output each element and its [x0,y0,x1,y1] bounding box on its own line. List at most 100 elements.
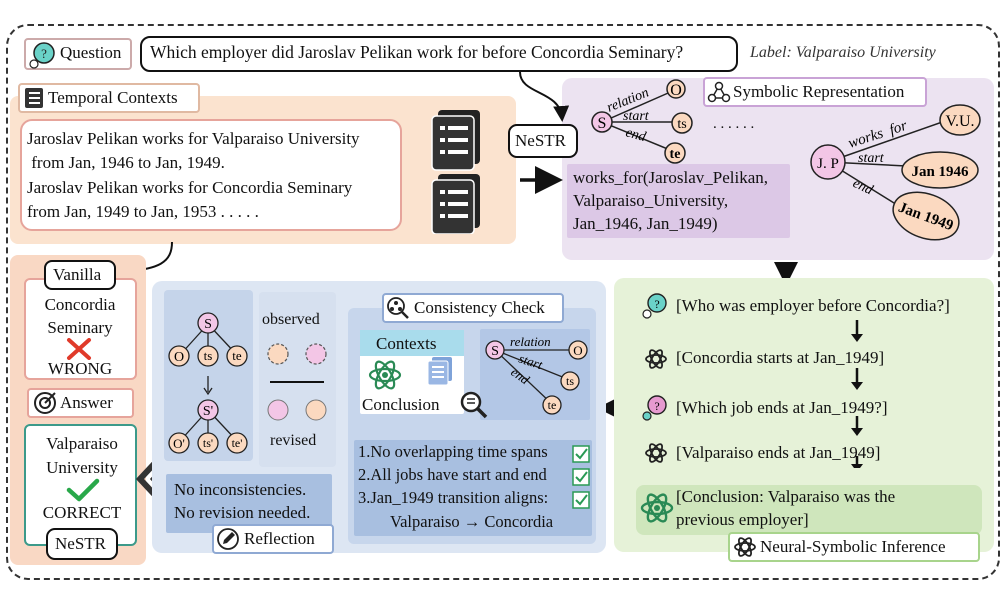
consistency-graph: S O ts te relation start end [485,334,588,415]
target-icon [34,392,56,414]
temporal-title: Temporal Contexts [48,88,178,107]
consistency-icon [387,297,409,319]
cg-relation: relation [510,334,551,349]
cg-ts: ts [566,374,574,388]
inference-tag [728,532,980,562]
symbolic-tag [703,77,927,107]
inference-atom-icon-1 [645,349,667,369]
nestr-answer-verdict: CORRECT [42,503,122,522]
svg-text:?: ? [41,46,47,61]
temporal-text-box [20,119,402,231]
vanilla-answer-line-1: Concordia [44,295,116,314]
temporal-line-4: from Jan, 1949 to Jan, 1953 . . . . . [27,202,259,221]
tree-o: O [174,350,184,365]
inference-question-icon: ? [642,293,667,319]
temporal-line-3: Jaroslav Pelikan works for Concordia Sem… [27,178,353,197]
wrong-cross-icon [67,338,91,360]
nestr-answer-line-2: University [46,458,118,477]
vu-node: V.U. [945,113,974,130]
inference-step-3: [Which job ends at Jan_1949?] [676,398,888,417]
cg-o: O [573,343,582,358]
edge-end: end [624,125,648,145]
checks-box [354,440,592,536]
vanilla-answer-box [24,278,137,380]
tree-s-revised: S' [203,404,213,419]
symbolic-dots: . . . . . . [713,116,755,132]
conclusion-box [636,485,982,535]
formula-box [567,164,790,238]
inference-step-1: [Who was employer before Concordia?] [676,296,950,315]
tree-s: S [204,317,212,332]
answer-tag-label: Answer [60,393,113,412]
question-tag-label: Question [60,43,122,62]
consistency-tag [382,293,564,323]
vanilla-verdict: WRONG [47,359,113,378]
node-te: te [670,147,681,162]
checkbox-icons [572,445,590,509]
conclusion-line-2: previous employer] [676,510,809,529]
contexts-highlight [360,330,464,356]
jp-graph: J. P V.U. Jan 1946 Jan 1949 works for st… [810,104,981,241]
conclusion-atom-icon [640,493,674,523]
question-label: Label: Valparaiso University [750,44,936,61]
tree-ts: ts [204,348,213,363]
conclusion-line-1: [Conclusion: Valparaiso was the [676,487,896,506]
jan1946-node: Jan 1946 [911,164,969,180]
cg-s: S [491,344,499,359]
jp-node: J. P [817,156,839,172]
symbolic-graph: S O ts te relation start end [591,79,693,164]
correct-check-icon [66,478,100,502]
reflection-tree: S O ts te S' O' ts' te' [168,312,248,454]
svg-text:?: ? [654,399,659,413]
node-o: O [670,82,682,99]
magnifier-icon [460,391,488,419]
outer-frame [6,24,1000,580]
formula-line-1: works_for(Jaroslav_Pelikan, [573,168,768,187]
question-text: Which employer did Jaroslav Pelikan work… [150,42,684,62]
temporal-tag [18,83,200,113]
tree-o-revised: O' [173,436,185,451]
vanilla-tag-label: Vanilla [53,265,102,284]
document-icon [25,88,43,108]
reflection-result-box [166,474,332,533]
check-item-2: 2.All jobs have start and end [358,465,547,484]
formula-line-3: Jan_1946, Jan_1949) [573,214,718,233]
tree-te-revised: te' [232,436,243,450]
edge2-start: start [858,151,885,166]
pencil-icon [217,528,239,550]
inference-step-4: [Valparaiso ends at Jan_1949] [676,443,881,462]
vanilla-answer-line-2: Seminary [47,318,113,337]
atom-icon [368,360,402,390]
node-s: S [598,115,607,132]
check-item-1: 1.No overlapping time spans [358,442,548,461]
reflection-title: Reflection [244,529,315,548]
reflection-result-line-1: No inconsistencies. [174,480,307,499]
legend-revised: revised [270,432,317,449]
inference-title: Neural-Symbolic Inference [760,537,946,556]
symbolic-title: Symbolic Representation [733,82,905,101]
temporal-line-1: Jaroslav Pelikan works for Valparaiso Un… [27,129,360,148]
cg-te: te [548,398,557,412]
question-icon: ? [29,42,55,69]
reflection-result-line-2: No revision needed. [174,503,311,522]
context-document-icon [427,357,452,386]
nestr-tag [508,124,578,158]
inference-question-icon-2: ? [642,395,667,421]
vanilla-tag [44,260,116,290]
edge-start: start [623,109,650,124]
down-arrows [851,320,863,468]
tree-te: te [232,348,242,363]
inference-tag-atom-icon [734,537,756,557]
document-stack-icon [431,110,480,234]
conclusion-label: Conclusion [362,395,440,414]
consistency-title: Consistency Check [414,298,545,317]
nestr-answer-tag-label: NeSTR [55,534,106,553]
legend-shapes [267,343,327,421]
question-box [140,36,738,72]
check-transition: Valparaiso → Concordia [390,512,554,531]
legend-panel [259,292,336,467]
inference-step-2: [Concordia starts at Jan_1949] [676,348,885,367]
cg-start: start [517,351,545,373]
svg-text:?: ? [654,297,659,311]
legend-observed: observed [262,311,320,328]
